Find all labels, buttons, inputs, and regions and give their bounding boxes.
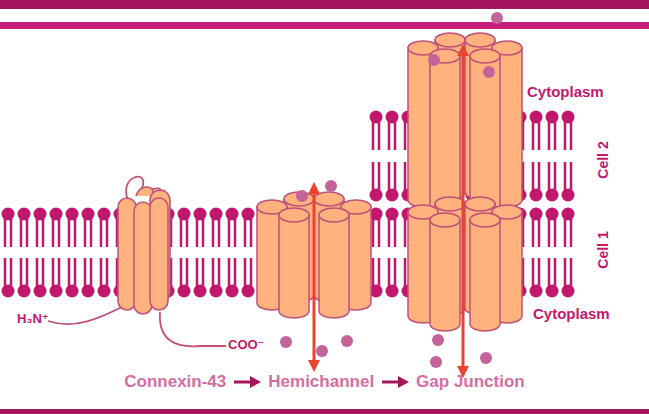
flow-arrow-shaft — [382, 381, 400, 384]
molecule — [430, 356, 442, 368]
lipid-head — [546, 111, 559, 124]
flux-arrow — [313, 188, 316, 366]
connexon — [408, 197, 522, 331]
compartment-label: Cytoplasm — [527, 84, 604, 101]
molecule — [491, 12, 503, 24]
cylinder-top — [435, 197, 465, 211]
extracellular-loop — [136, 187, 153, 196]
flow-arrow — [232, 375, 262, 389]
lipid-head — [562, 111, 575, 124]
lipid-head — [386, 285, 399, 298]
molecule — [280, 336, 292, 348]
cylinder-top — [314, 192, 344, 206]
cell-label: Cell 2 — [596, 141, 611, 178]
flow-arrow-head — [398, 376, 409, 388]
molecule — [325, 180, 337, 192]
cylinder-top — [465, 33, 495, 47]
lipid-head — [210, 285, 223, 298]
lipid-head — [194, 285, 207, 298]
terminus-label: H₃N⁺ — [17, 312, 49, 326]
lipid-head — [546, 285, 559, 298]
flow-arrow-shaft — [234, 381, 252, 384]
lipid-head — [66, 208, 79, 221]
cylinder-top — [279, 208, 309, 222]
molecule — [316, 345, 328, 357]
lipid-head — [370, 189, 383, 202]
lipid-head — [82, 208, 95, 221]
lipid-head — [562, 285, 575, 298]
bottom-bar — [0, 409, 649, 414]
lipid-head — [34, 208, 47, 221]
connexon — [408, 33, 522, 215]
cylinder-top — [465, 197, 495, 211]
cylinder-body — [319, 215, 349, 318]
cylinder-body — [430, 56, 460, 215]
lipid-head — [50, 208, 63, 221]
lipid-head — [562, 208, 575, 221]
molecule — [428, 54, 440, 66]
lipid-head — [18, 208, 31, 221]
lipid-head — [242, 285, 255, 298]
lipid-head — [386, 208, 399, 221]
lipid-head — [18, 285, 31, 298]
lipid-head — [98, 285, 111, 298]
lipid-head — [50, 285, 63, 298]
lipid-head — [386, 111, 399, 124]
lipid-head — [242, 208, 255, 221]
flux-arrow — [462, 50, 465, 372]
cylinder-body — [279, 215, 309, 318]
lipid-head — [2, 208, 15, 221]
lipid-head — [194, 208, 207, 221]
lipid-head — [2, 285, 15, 298]
lipid-head — [530, 189, 543, 202]
molecule — [341, 335, 353, 347]
lipid-head — [562, 189, 575, 202]
flow-row: Connexin-43 Hemichannel Gap Junction — [0, 372, 649, 392]
lipid-head — [546, 189, 559, 202]
lipid-head — [370, 111, 383, 124]
flow-arrow — [380, 375, 410, 389]
compartment-label: Cytoplasm — [533, 306, 610, 323]
molecule — [480, 352, 492, 364]
cylinder-body — [470, 220, 500, 331]
helix — [150, 198, 168, 310]
cylinder-body — [430, 220, 460, 331]
lipid-head — [226, 208, 239, 221]
top-bar — [0, 0, 649, 9]
molecule — [296, 190, 308, 202]
lipid-head — [210, 208, 223, 221]
cylinder-top — [435, 33, 465, 47]
cylinder-top — [470, 49, 500, 63]
lipid-head — [82, 285, 95, 298]
c-terminus — [160, 312, 226, 346]
lipid-head — [34, 285, 47, 298]
molecule — [432, 334, 444, 346]
cell-label: Cell 1 — [596, 231, 611, 268]
lipid-head — [66, 285, 79, 298]
stage-label: Connexin-43 — [124, 372, 226, 392]
cylinder-top — [470, 213, 500, 227]
molecule — [483, 66, 495, 78]
terminus-label: COO⁻ — [228, 338, 264, 352]
lipid-head — [546, 208, 559, 221]
lipid-head — [530, 285, 543, 298]
lipid-head — [178, 285, 191, 298]
top-band — [0, 22, 649, 29]
cylinder-body — [470, 56, 500, 215]
lipid-head — [178, 208, 191, 221]
lipid-head — [226, 285, 239, 298]
cylinder-top — [319, 208, 349, 222]
stage-label: Gap Junction — [416, 372, 525, 392]
lipid-head — [386, 189, 399, 202]
cylinder-top — [430, 213, 460, 227]
flow-arrow-head — [250, 376, 261, 388]
connexin-monomer — [48, 177, 226, 347]
stage-label: Hemichannel — [268, 372, 374, 392]
n-terminus — [48, 306, 124, 324]
lipid-head — [530, 208, 543, 221]
lipid-head — [530, 111, 543, 124]
lipid-head — [98, 208, 111, 221]
